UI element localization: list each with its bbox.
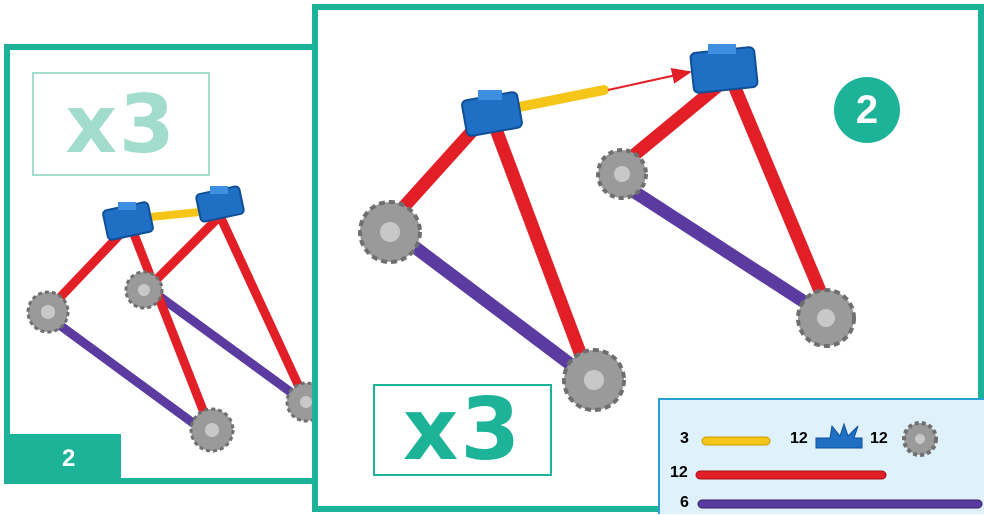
parts-list: 3 12 12 12 6 — [658, 398, 984, 514]
purple-rod — [385, 223, 593, 383]
parts-count-gray-connector: 12 — [870, 430, 888, 447]
blue-connector-icon — [815, 422, 863, 449]
red-rod-icon — [695, 470, 887, 480]
right-assembly-illustration — [358, 44, 856, 412]
left-assembly-illustration — [26, 185, 327, 453]
red-rod — [723, 69, 835, 317]
gray-gear-connector — [124, 270, 164, 310]
parts-count-red-rod: 12 — [670, 464, 688, 481]
yellow-rod-icon — [701, 436, 771, 446]
red-rod — [487, 117, 595, 381]
right-multiplier-label: x3 — [402, 380, 523, 480]
parts-count-purple-rod: 6 — [680, 494, 689, 511]
move-arrow — [607, 68, 692, 91]
yellow-rod — [509, 85, 609, 113]
gray-gear-connector — [26, 290, 70, 334]
left-overview-panel: x3 — [4, 44, 341, 484]
purple-rod — [143, 283, 312, 409]
gray-gear-connector — [596, 148, 648, 200]
gray-gear-connector — [562, 348, 626, 412]
red-rod — [125, 219, 215, 433]
gray-gear-connector — [358, 200, 422, 264]
blue-connector — [195, 185, 245, 223]
blue-connector — [689, 44, 759, 94]
blue-connector — [102, 201, 154, 241]
gray-gear-connector — [796, 288, 856, 348]
right-multiplier-box: x3 — [373, 384, 552, 476]
left-multiplier-box: x3 — [32, 72, 210, 176]
right-step-panel: 2 x3 3 12 12 12 6 — [312, 4, 984, 514]
red-rod — [215, 211, 312, 409]
gray-connector-icon — [902, 421, 938, 457]
purple-rod — [609, 173, 833, 323]
left-multiplier-label: x3 — [65, 78, 177, 171]
parts-count-blue-connector: 12 — [790, 430, 808, 447]
step-number-badge: 2 — [834, 77, 900, 143]
step-number-tab: 2 — [4, 434, 121, 484]
blue-connector — [461, 90, 523, 137]
purple-rod — [45, 313, 213, 439]
parts-count-yellow-rod: 3 — [680, 430, 689, 447]
red-rod — [143, 211, 225, 293]
purple-rod-icon — [697, 499, 983, 509]
gray-gear-connector — [189, 407, 235, 453]
